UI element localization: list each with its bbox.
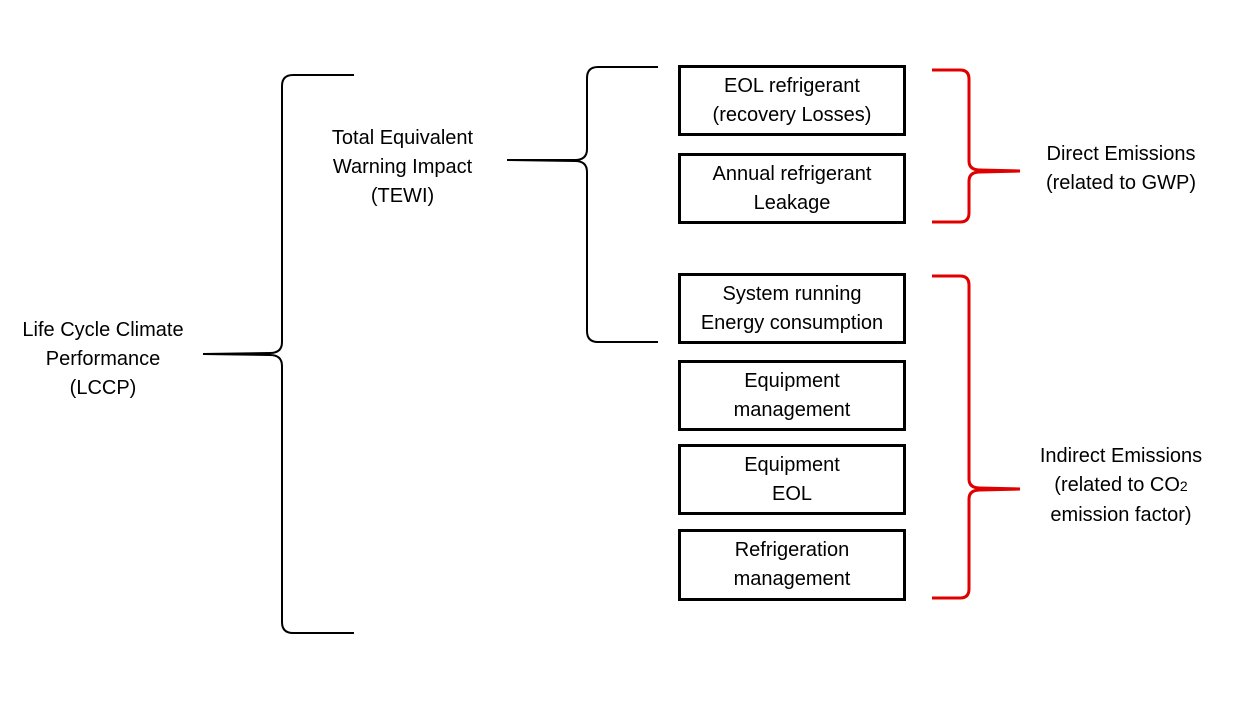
lccp-line1: Life Cycle Climate — [22, 319, 184, 341]
indirect-line1: Indirect Emissions — [1039, 445, 1203, 467]
box-system-energy: System running Energy consumption — [678, 273, 906, 344]
box-equipment-eol-line2: EOL — [771, 482, 813, 505]
box-annual-leakage-line1: Annual refrigerant — [712, 162, 872, 185]
box-eol-refrigerant-line1: EOL refrigerant — [724, 74, 860, 97]
box-system-energy-line1: System running — [722, 282, 862, 305]
indirect-emissions-label: Indirect Emissions (related to CO2 emiss… — [1022, 442, 1220, 530]
lccp-line2: Performance — [45, 348, 161, 370]
indirect-brace — [932, 274, 1021, 600]
co2-subscript: 2 — [1179, 478, 1188, 494]
indirect-line2: (related to CO2 — [1022, 471, 1220, 501]
box-refrigeration-management-line2: management — [733, 568, 851, 590]
direct-line2: (related to GWP) — [1045, 172, 1197, 194]
tewi-line2: Warning Impact — [332, 156, 473, 178]
direct-brace — [932, 68, 1021, 224]
lccp-line3: (LCCP) — [69, 377, 137, 399]
indirect-line2-prefix: (related to CO — [1054, 474, 1180, 496]
box-equipment-management-line2: management — [733, 398, 851, 421]
box-equipment-eol: Equipment EOL — [678, 444, 906, 515]
direct-line1: Direct Emissions — [1046, 143, 1196, 165]
tewi-line1: Total Equivalent — [331, 127, 474, 149]
box-refrigeration-management: Refrigeration management — [678, 529, 906, 601]
box-equipment-management: Equipment management — [678, 360, 906, 431]
indirect-line3: emission factor) — [1050, 504, 1192, 526]
direct-emissions-label: Direct Emissions (related to GWP) — [1022, 140, 1220, 198]
tewi-label: Total Equivalent Warning Impact (TEWI) — [305, 124, 500, 211]
box-system-energy-line2: Energy consumption — [700, 311, 884, 334]
lccp-label: Life Cycle Climate Performance (LCCP) — [8, 316, 198, 403]
box-refrigeration-management-line1: Refrigeration — [734, 539, 850, 561]
box-annual-leakage-line2: Leakage — [753, 191, 831, 214]
box-equipment-management-line1: Equipment — [744, 369, 840, 392]
box-annual-leakage: Annual refrigerant Leakage — [678, 153, 906, 224]
tewi-line3: (TEWI) — [370, 185, 435, 207]
box-eol-refrigerant: EOL refrigerant (recovery Losses) — [678, 65, 906, 136]
box-eol-refrigerant-line2: (recovery Losses) — [712, 103, 872, 126]
box-equipment-eol-line1: Equipment — [744, 453, 840, 476]
tewi-brace — [506, 66, 658, 343]
lccp-brace — [202, 74, 354, 634]
